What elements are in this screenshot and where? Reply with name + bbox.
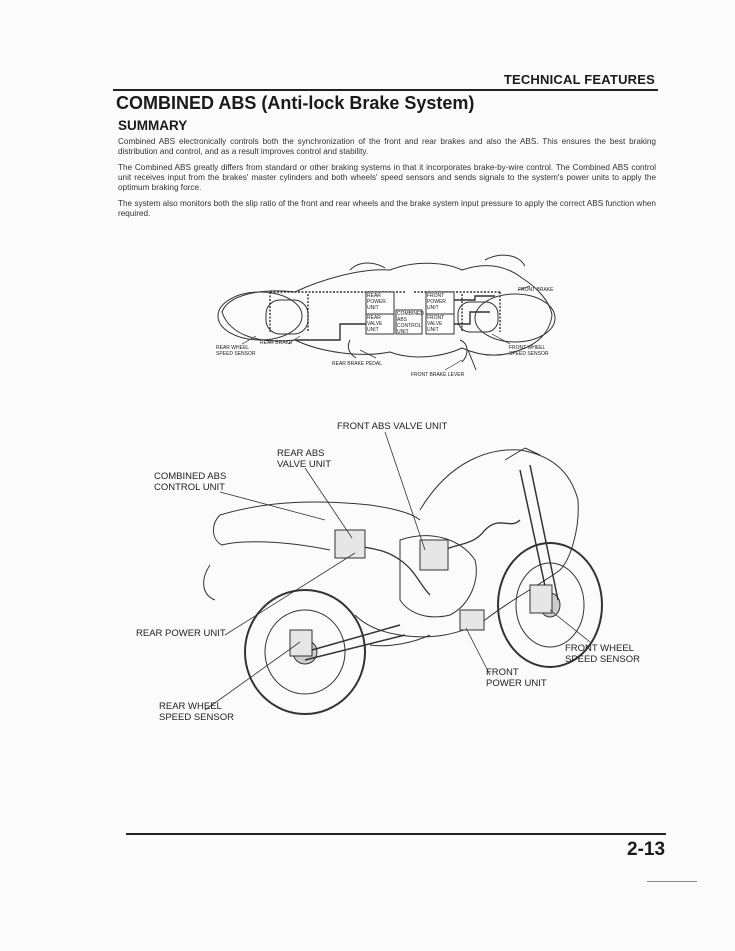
front-abs-valve-unit-callout: FRONT ABS VALVE UNIT [337,421,448,432]
swingarm [304,624,406,661]
front-brake-top-line [454,295,495,301]
rear-brake-pedal-label: REAR BRAKE PEDAL [332,361,383,367]
rear-brake-pedal [347,339,357,359]
abs-system-schematic [217,254,556,371]
front-brake-label: FRONT BRAKE [518,287,554,293]
summary-paragraph-1: Combined ABS electronically controls bot… [118,137,656,157]
rear-power-unit-callout: REAR POWER UNIT [136,628,226,639]
tail-section [213,501,421,551]
front-wheel [497,542,603,668]
front-power-module [459,609,485,631]
engine-block [399,535,477,618]
front-wheel-rect [457,301,499,333]
bike-outline [221,262,553,358]
rear-brake-line [295,323,366,341]
rear-wheel [244,589,366,715]
control-unit-box [395,309,423,335]
page-number: 2-13 [627,839,666,860]
front-brake-lever [459,339,477,371]
footer-mark [647,881,697,882]
dashed-wire-right [461,292,501,332]
rear-brake-label: REAR BRAKE [260,340,293,346]
rear-fender [203,564,216,601]
rear-abs-valve-module [334,529,366,559]
summary-paragraph-3: The system also monitors both the slip r… [118,199,656,219]
front-abs-valve-module [419,539,449,571]
exhaust [369,634,431,647]
front-brake-line [454,311,490,325]
front-brake-lever-label: FRONT BRAKE LEVER [411,372,465,378]
summary-paragraph-2: The Combined ABS greatly differs from st… [118,163,656,193]
section-subtitle: SUMMARY [118,118,188,133]
section-header: TECHNICAL FEATURES [503,72,655,87]
footer-rule [126,833,666,835]
handlebar [504,447,541,461]
rear-wheel-outline [217,291,303,341]
page-title: COMBINED ABS (Anti-lock Brake System) [116,93,475,113]
rear-caliper [289,629,313,657]
front-caliper [529,584,553,614]
header-rule [113,89,658,91]
motorcycle-illustration [203,431,603,715]
front-fork [519,464,559,601]
dashed-wire-left [269,292,309,332]
front-wheel-outline [474,293,556,343]
fairing [354,449,579,638]
